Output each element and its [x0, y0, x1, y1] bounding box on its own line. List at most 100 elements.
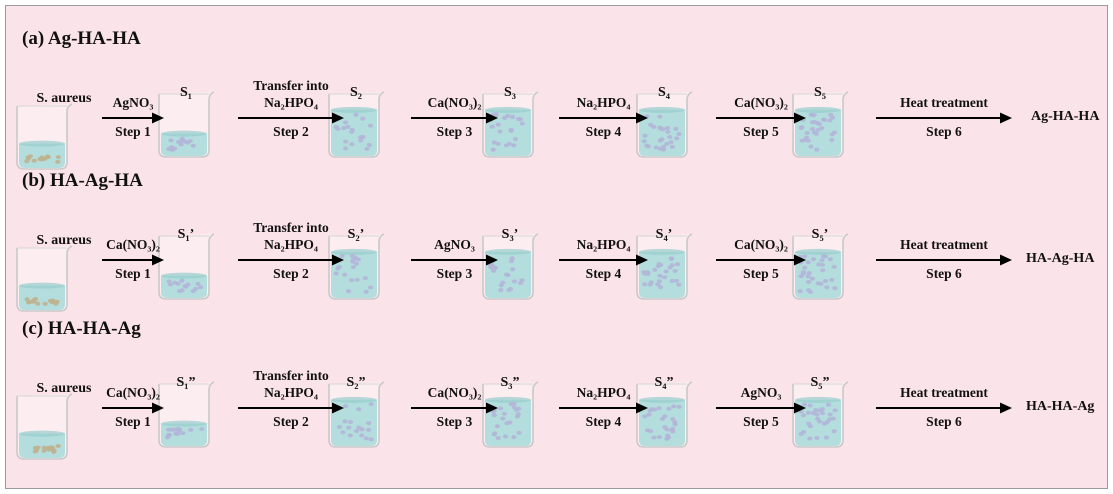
beaker-icon: [636, 233, 693, 300]
beaker-icon: [16, 103, 73, 170]
panel-title: (b) HA-Ag-HA: [22, 170, 143, 191]
arrow-right-icon: [716, 254, 806, 266]
reagent-label: Heat treatment: [900, 95, 988, 110]
step-label: Step 5: [743, 414, 779, 429]
step-label: Step 4: [585, 414, 622, 429]
reagent-label: Heat treatment: [900, 385, 988, 400]
reagent-label: Na₂HPO₄: [576, 237, 631, 252]
arrow-right-icon: [411, 112, 498, 124]
reagent-label: Ca(NO₃)₂: [106, 385, 160, 400]
start-label: S. aureus: [36, 91, 92, 106]
step-label: Step 6: [926, 124, 962, 139]
step-label: Step 6: [926, 414, 962, 429]
reagent-label: Na₂HPO₄: [576, 95, 631, 110]
sample-label: S₄’: [655, 227, 673, 242]
step-label: Step 2: [273, 124, 309, 139]
sample-label: S₄”: [654, 375, 674, 390]
beaker-icon: [482, 91, 539, 158]
start-label: S. aureus: [36, 381, 92, 396]
product-label: HA-HA-Ag: [1026, 399, 1095, 414]
sample-label: S₂’: [347, 227, 365, 242]
arrow-right-icon: [411, 402, 498, 414]
step-label: Step 3: [436, 414, 473, 429]
reagent-label: AgNO₃: [434, 237, 475, 252]
beaker-icon: [158, 91, 215, 158]
beaker-icon: [482, 233, 539, 300]
arrow-right-icon: [102, 402, 164, 414]
reagent-label: Transfer into: [253, 220, 329, 235]
beaker-icon: [328, 381, 385, 448]
sample-label: S₅”: [810, 375, 830, 390]
product-label: Ag-HA-HA: [1031, 109, 1100, 124]
sample-label: S₄: [658, 85, 670, 100]
step-label: Step 3: [436, 266, 473, 281]
step-label: Step 5: [743, 266, 779, 281]
arrow-right-icon: [238, 112, 344, 124]
beaker-icon: [16, 393, 73, 460]
reagent-label: Na₂HPO₄: [264, 95, 318, 110]
beaker-icon: [636, 91, 693, 158]
sample-label: S₁’: [177, 227, 195, 242]
start-label: S. aureus: [36, 233, 92, 248]
arrow-right-icon: [102, 254, 164, 266]
beaker-icon: [16, 245, 73, 312]
beaker-icon: [482, 381, 539, 448]
arrow-right-icon: [876, 254, 1012, 266]
sample-label: S₃: [504, 85, 516, 100]
sample-label: S₃”: [500, 375, 520, 390]
step-label: Step 2: [273, 414, 309, 429]
arrow-right-icon: [716, 112, 806, 124]
product-label: HA-Ag-HA: [1026, 251, 1095, 266]
reagent-label: Na₂HPO₄: [264, 237, 318, 252]
sample-label: S₁”: [176, 375, 196, 390]
sample-label: S₁: [180, 85, 192, 100]
sample-label: S₃’: [501, 227, 519, 242]
reagent-label: AgNO₃: [740, 385, 782, 400]
sample-label: S₂: [350, 85, 362, 100]
arrow-right-icon: [411, 254, 498, 266]
step-label: Step 6: [926, 266, 962, 281]
arrow-right-icon: [559, 402, 648, 414]
reagent-label: Transfer into: [253, 78, 329, 93]
step-label: Step 2: [273, 266, 309, 281]
step-label: Step 1: [115, 266, 151, 281]
reagent-label: Na₂HPO₄: [576, 385, 631, 400]
arrow-right-icon: [102, 112, 164, 124]
reagent-label: Na₂HPO₄: [264, 385, 318, 400]
beaker-icon: [328, 233, 385, 300]
reagent-label: AgNO₃: [112, 95, 154, 110]
step-label: Step 1: [115, 414, 151, 429]
diagram-canvas: (a) Ag-HA-HA S. aureus S₁ S₂ S₃ S₄ S₅ AgNO₃ Step…: [5, 5, 1108, 489]
step-label: Step 4: [585, 124, 622, 139]
arrow-right-icon: [716, 402, 806, 414]
beaker-icon: [792, 381, 849, 448]
step-label: Step 5: [743, 124, 779, 139]
step-label: Step 3: [436, 124, 473, 139]
reagent-label: Transfer into: [253, 368, 329, 383]
sample-label: S₅’: [811, 227, 829, 242]
reagent-label: Heat treatment: [900, 237, 988, 252]
reagent-label: Ca(NO₃)₂: [427, 385, 482, 400]
reagent-label: Ca(NO₃)₂: [427, 95, 482, 110]
arrow-right-icon: [876, 402, 1012, 414]
beaker-icon: [158, 381, 215, 448]
beaker-icon: [792, 91, 849, 158]
reagent-label: Ca(NO₃)₂: [106, 237, 160, 252]
beaker-icon: [792, 233, 849, 300]
beaker-icon: [636, 381, 693, 448]
panel-title: (a) Ag-HA-HA: [22, 28, 141, 49]
beaker-icon: [328, 91, 385, 158]
reagent-label: Ca(NO₃)₂: [734, 237, 788, 252]
panel-title: (c) HA-HA-Ag: [22, 318, 141, 339]
sample-label: S₅: [814, 85, 826, 100]
arrow-right-icon: [559, 254, 648, 266]
arrow-right-icon: [876, 112, 1012, 124]
arrow-right-icon: [238, 402, 344, 414]
arrow-right-icon: [559, 112, 648, 124]
sample-label: S₂”: [346, 375, 366, 390]
arrow-right-icon: [238, 254, 344, 266]
beaker-icon: [158, 233, 215, 300]
step-label: Step 1: [115, 124, 151, 139]
reagent-label: Ca(NO₃)₂: [734, 95, 788, 110]
step-label: Step 4: [585, 266, 622, 281]
